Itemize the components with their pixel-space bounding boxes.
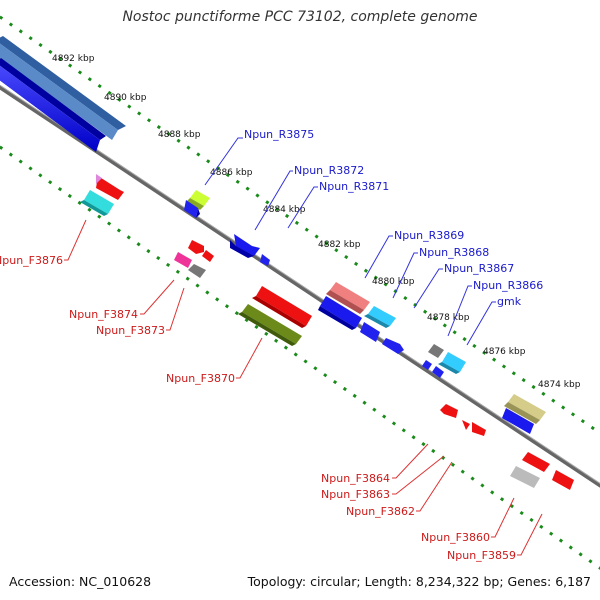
ruler-label: 4884 kbp [263, 205, 306, 215]
ruler-label: 4880 kbp [372, 277, 415, 287]
reverse-leaders [64, 219, 543, 556]
genome-backbone [0, 84, 600, 488]
gene-label-npun-f3859[interactable]: Npun_F3859 [447, 549, 516, 562]
gene-label-npun-r3869[interactable]: Npun_R3869 [394, 229, 464, 242]
gene-label-npun-f3860[interactable]: Npun_F3860 [421, 531, 490, 544]
ruler-label: 4882 kbp [318, 240, 361, 250]
feature-blue-small-4[interactable] [432, 366, 444, 378]
gene-label-npun-r3872[interactable]: Npun_R3872 [294, 164, 364, 177]
genome-summary-text: Topology: circular; Length: 8,234,322 bp… [247, 574, 591, 589]
ruler-label: 4878 kbp [427, 313, 470, 323]
gene-label-npun-f3870[interactable]: Npun_F3870 [166, 372, 235, 385]
feature-npun-f3874[interactable] [174, 240, 214, 268]
feature-npun-r3866[interactable] [428, 344, 444, 358]
feature-large-steelblue[interactable] [0, 36, 126, 140]
feature-npun-f3859[interactable] [552, 470, 574, 490]
gene-label-npun-f3876[interactable]: Npun_F3876 [0, 254, 63, 267]
ruler-label: 4890 kbp [104, 93, 147, 103]
gene-label-npun-r3867[interactable]: Npun_R3867 [444, 262, 514, 275]
feature-large-blue[interactable] [0, 58, 106, 152]
ruler-labels: 4892 kbp 4890 kbp 4888 kbp 4886 kbp 4884… [52, 54, 581, 390]
reverse-labels: Npun_F3876 Npun_F3874 Npun_F3873 Npun_F3… [0, 254, 516, 562]
gene-label-npun-r3871[interactable]: Npun_R3871 [319, 180, 389, 193]
feature-npun-r3867[interactable] [360, 322, 380, 342]
gene-label-npun-r3875[interactable]: Npun_R3875 [244, 128, 314, 141]
feature-npun-f3873[interactable] [188, 264, 206, 278]
genome-backbone-highlight [0, 84, 600, 484]
feature-blue-small-1[interactable] [184, 200, 200, 218]
feature-blue-5[interactable] [502, 408, 534, 434]
feature-npun-f3863[interactable] [462, 420, 470, 430]
feature-npun-r3871[interactable] [260, 254, 270, 266]
feature-gmk[interactable] [438, 352, 466, 374]
gene-label-npun-f3863[interactable]: Npun_F3863 [321, 488, 390, 501]
feature-npun-f3862[interactable] [472, 422, 486, 436]
ruler-label: 4888 kbp [158, 130, 201, 140]
forward-labels: Npun_R3875 Npun_R3872 Npun_R3871 Npun_R3… [244, 128, 543, 308]
gene-label-npun-f3874[interactable]: Npun_F3874 [69, 308, 138, 321]
feature-npun-r3875[interactable] [186, 190, 210, 210]
ruler-label: 4876 kbp [483, 347, 526, 357]
map-title: Nostoc punctiforme PCC 73102, complete g… [122, 9, 478, 25]
ruler-label: 4886 kbp [210, 168, 253, 178]
accession-text: Accession: NC_010628 [9, 574, 152, 589]
feature-npun-f3870[interactable] [238, 286, 312, 346]
feature-npun-r3869[interactable] [326, 282, 370, 314]
ruler-label: 4874 kbp [538, 380, 581, 390]
gene-label-npun-r3868[interactable]: Npun_R3868 [419, 246, 489, 259]
ruler-label: 4892 kbp [52, 54, 95, 64]
outer-tick-ruler [0, 15, 600, 435]
feature-blue-arrow-2[interactable] [382, 338, 404, 354]
forward-leaders [204, 137, 496, 346]
feature-cyan-1[interactable] [364, 306, 396, 328]
feature-npun-r3868[interactable] [318, 296, 362, 330]
gene-label-npun-f3864[interactable]: Npun_F3864 [321, 472, 390, 485]
gene-features-forward [184, 190, 546, 434]
feature-npun-r3872[interactable] [230, 234, 260, 258]
feature-olive[interactable] [504, 394, 546, 424]
gene-label-npun-f3873[interactable]: Npun_F3873 [96, 324, 165, 337]
gene-label-gmk[interactable]: gmk [497, 295, 522, 308]
gene-label-npun-r3866[interactable]: Npun_R3866 [473, 279, 543, 292]
feature-npun-f3860[interactable] [510, 452, 550, 488]
feature-npun-f3864[interactable] [440, 404, 458, 418]
gene-label-npun-f3862[interactable]: Npun_F3862 [346, 505, 415, 518]
gene-features-reverse [80, 174, 574, 490]
feature-blue-small-3[interactable] [422, 360, 432, 370]
feature-npun-f3876[interactable] [80, 174, 124, 216]
